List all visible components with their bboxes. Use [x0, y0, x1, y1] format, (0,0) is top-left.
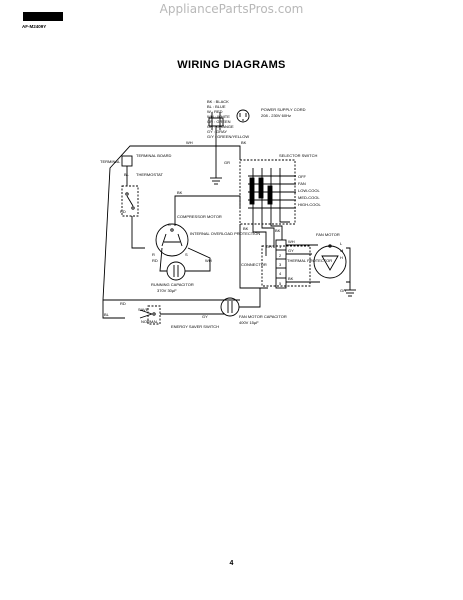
legend-item: W : RED — [207, 109, 223, 114]
wire-label: BL — [104, 312, 110, 317]
wire-label: GY — [288, 248, 294, 253]
header-bar — [23, 12, 63, 21]
terminal-mark: H — [340, 255, 343, 260]
connector-pin: 2 — [279, 253, 282, 258]
energy-saver-switch — [139, 305, 161, 325]
thermal-protector-box — [261, 245, 311, 287]
connector-block — [275, 239, 287, 289]
switch-position-label: HIGH-COOL — [298, 202, 321, 207]
power-plug-icon — [208, 112, 224, 146]
terminal-mark: C — [168, 222, 171, 227]
compressor-motor-label: COMPRESSOR MOTOR — [177, 214, 222, 219]
connector-pin: 1 — [279, 244, 282, 249]
legend-item: GY : GRAY — [207, 129, 227, 134]
terminal-mark: R — [152, 252, 155, 257]
terminal-mark: M — [340, 248, 343, 253]
wire-label: OR — [266, 244, 272, 249]
fan-motor-capacitor — [220, 297, 240, 317]
switch-position-label: FAN — [298, 181, 306, 186]
terminal-label: TERMINAL — [100, 159, 121, 164]
wire-label: BK — [288, 276, 294, 281]
fan-ground-icon — [344, 289, 356, 297]
running-capacitor-rating: 370V 30μF — [157, 288, 177, 293]
wire-label: RD — [152, 258, 158, 263]
fan-capacitor-rating: 400V 15μF — [239, 320, 259, 325]
terminal-board — [121, 155, 133, 167]
connector-pin: 4 — [279, 271, 282, 276]
legend-item: BK : BLACK — [207, 99, 229, 104]
saver-position-label: SAVE — [138, 307, 149, 312]
switch-position-label: OFF — [298, 174, 307, 179]
selector-switch-label: SELECTOR SWITCH — [279, 153, 317, 158]
color-legend: BK : BLACK BL : BLUE W : RED WH : WHITE … — [207, 99, 249, 139]
wire-label: BK — [241, 140, 247, 145]
terminal-mark: S — [185, 252, 188, 257]
connector-pin: 5 — [279, 281, 282, 286]
fan-motor-label: FAN MOTOR — [316, 232, 340, 237]
legend-item: WH : WHITE — [207, 114, 230, 119]
page-number: 4 — [229, 560, 234, 567]
selector-switch — [239, 159, 296, 225]
compressor-motor — [155, 223, 189, 257]
fan-motor — [313, 244, 347, 279]
power-rating-label: 208 - 230V 60Hz — [261, 113, 291, 118]
terminal-board-label: TERMINAL BOARD — [136, 153, 172, 158]
overload-label: INTERNAL OVERLOAD PROTECTION — [190, 231, 260, 236]
wire-label: GR — [224, 160, 230, 165]
wire-label: GY — [202, 314, 208, 319]
thermostat-label: THERMOSTAT — [136, 172, 164, 177]
page-title: WIRING DIAGRAMS — [177, 59, 286, 71]
watermark: AppliancePartsPros.com — [159, 2, 304, 16]
wire-label: G/Y — [340, 288, 347, 293]
saver-position-label: NORMAL — [141, 319, 159, 324]
wire-label: RD — [120, 301, 126, 306]
thermostat-switch — [121, 185, 139, 217]
wire-label: WH — [205, 258, 212, 263]
switch-position-label: MED-COOL — [298, 195, 320, 200]
switch-position-label: LOW-COOL — [298, 188, 320, 193]
wire-label: WH — [288, 239, 295, 244]
energy-saver-label: ENERGY SAVER SWITCH — [171, 324, 219, 329]
power-outlet-icon — [236, 109, 250, 123]
legend-item: GR : GREEN — [207, 119, 231, 124]
terminal-mark: L — [340, 241, 343, 246]
connector-label: CONNECTOR — [241, 262, 267, 267]
legend-item: OR : ORANGE — [207, 124, 234, 129]
legend-item: G/Y : GREEN/YELLOW — [207, 134, 249, 139]
wire-label: RD — [120, 209, 126, 214]
model-number: AF-M2409Y — [22, 24, 47, 29]
thermal-protector-label: THERMAL PROTECTOR — [287, 258, 332, 263]
ground-icon — [210, 174, 222, 185]
legend-item: BL : BLUE — [207, 104, 226, 109]
wire-label: WH — [186, 140, 193, 145]
wire-label: BK — [243, 226, 249, 231]
running-capacitor-label: RUNNING CAPACITOR — [151, 282, 194, 287]
fan-capacitor-label: FAN MOTOR CAPACITOR — [239, 314, 287, 319]
wire-label: BK — [275, 228, 281, 233]
connector-pin: 3 — [279, 262, 282, 267]
power-cord-label: POWER SUPPLY CORD — [261, 107, 306, 112]
wire-label: BK — [177, 190, 183, 195]
running-capacitor — [166, 261, 186, 281]
